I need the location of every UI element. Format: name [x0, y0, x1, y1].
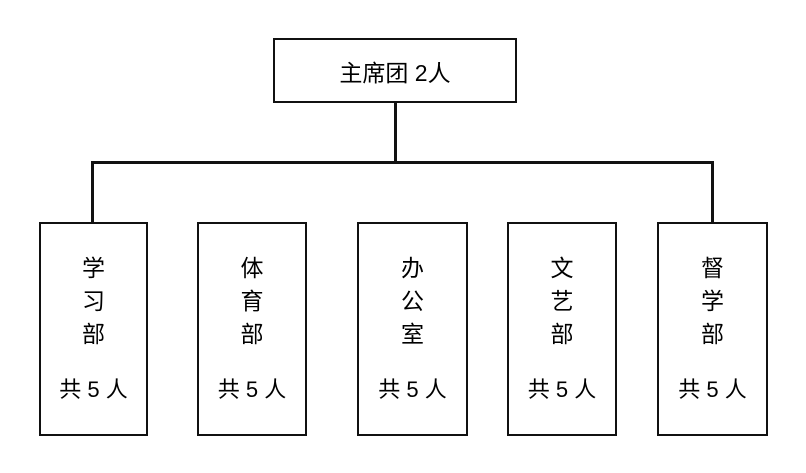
node-dept-arts: 文 艺 部 共 5 人 — [507, 222, 617, 436]
dept-count: 共 5 人 — [678, 377, 747, 402]
node-root: 主席团 2人 — [273, 38, 517, 103]
connector-stem — [394, 103, 397, 162]
root-label: 主席团 2人 — [339, 59, 451, 86]
node-dept-office: 办 公 室 共 5 人 — [357, 222, 468, 436]
dept-name: 体 育 部 — [240, 255, 264, 347]
dept-count: 共 5 人 — [378, 377, 447, 402]
dept-name: 督 学 部 — [701, 255, 724, 347]
dept-name: 学 习 部 — [82, 255, 105, 347]
node-dept-study: 学 习 部 共 5 人 — [39, 222, 148, 436]
connector-drop-left — [91, 161, 94, 223]
dept-name: 办 公 室 — [401, 255, 424, 347]
dept-name: 文 艺 部 — [550, 255, 574, 347]
connector-drop-right — [711, 161, 714, 223]
dept-count: 共 5 人 — [527, 377, 597, 402]
connector-rail — [92, 161, 714, 164]
dept-count: 共 5 人 — [59, 377, 128, 402]
node-dept-sports: 体 育 部 共 5 人 — [197, 222, 307, 436]
node-dept-supervision: 督 学 部 共 5 人 — [657, 222, 768, 436]
dept-count: 共 5 人 — [217, 377, 287, 402]
